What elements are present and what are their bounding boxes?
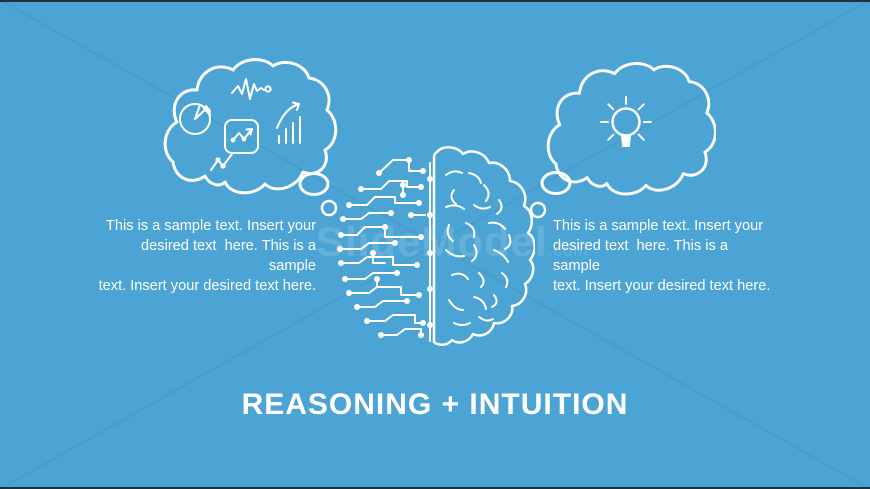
pulse-line-icon [231,78,272,100]
thought-cloud-right [529,62,716,219]
line-chart-panel-icon [224,119,259,154]
lightbulb-icon [600,96,652,147]
scatter-line-icon [210,153,233,171]
organic-brain-half [432,146,535,346]
thought-cloud-left [163,58,338,217]
growth-bar-chart-icon [276,101,301,144]
thought-bubble-trail-left [298,172,338,217]
slide-title: REASONING + INTUITION [241,388,629,421]
circuit-brain-half [337,157,433,342]
cloud-outline [163,58,338,195]
brain-fold-squiggles [445,170,512,326]
circuit-node-dots [337,157,433,338]
top-edge-border [0,0,870,2]
pie-chart-icon [179,103,211,135]
thought-bubble-trail-right [529,171,572,219]
brain-graphic [337,146,535,346]
cloud-outline [546,62,716,196]
bottom-edge-border [0,487,870,489]
